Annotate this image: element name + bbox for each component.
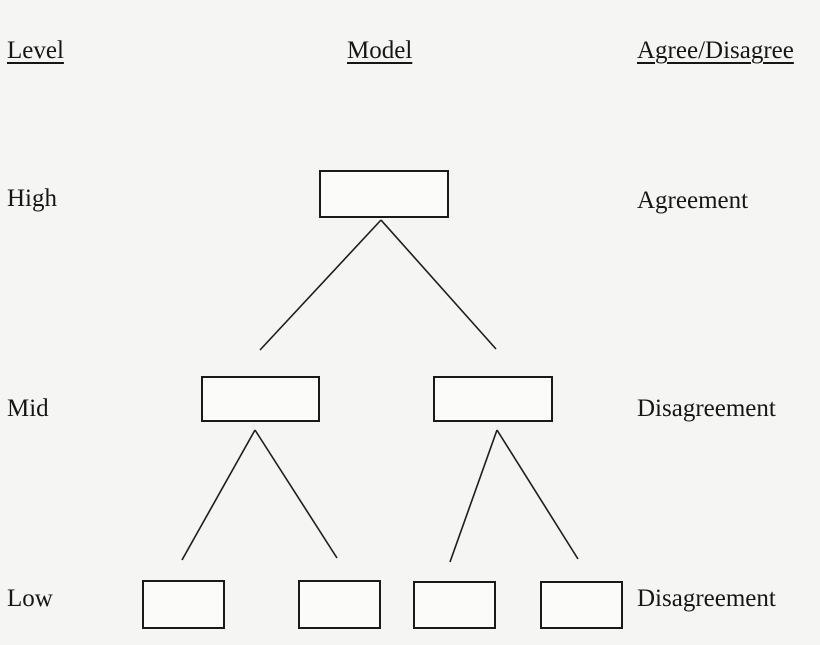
agreement-label-high: Agreement	[637, 187, 749, 214]
header-agree-disagree: Agree/Disagree	[637, 37, 794, 64]
agreement-label-mid: Disagreement	[637, 395, 776, 422]
header-model: Model	[347, 37, 413, 64]
connector-root-to-mid-left	[259, 219, 382, 351]
row-label-high: High	[7, 185, 57, 212]
agreement-label-low: Disagreement	[637, 585, 776, 612]
tree-node-low-4	[540, 581, 623, 629]
connector-mid-left-to-low-1	[181, 429, 256, 561]
connector-root-to-mid-right	[380, 219, 497, 350]
header-level: Level	[7, 37, 64, 64]
connector-mid-left-to-low-2	[254, 429, 338, 559]
tree-node-root	[319, 170, 449, 218]
tree-node-low-3	[413, 581, 496, 629]
connector-mid-right-to-low-4	[496, 429, 579, 560]
tree-node-low-1	[142, 580, 225, 629]
tree-node-low-2	[298, 580, 381, 629]
tree-node-mid-left	[201, 376, 320, 422]
row-label-low: Low	[7, 585, 53, 612]
connector-mid-right-to-low-3	[449, 429, 498, 563]
row-label-mid: Mid	[7, 395, 49, 422]
tree-node-mid-right	[433, 376, 553, 422]
